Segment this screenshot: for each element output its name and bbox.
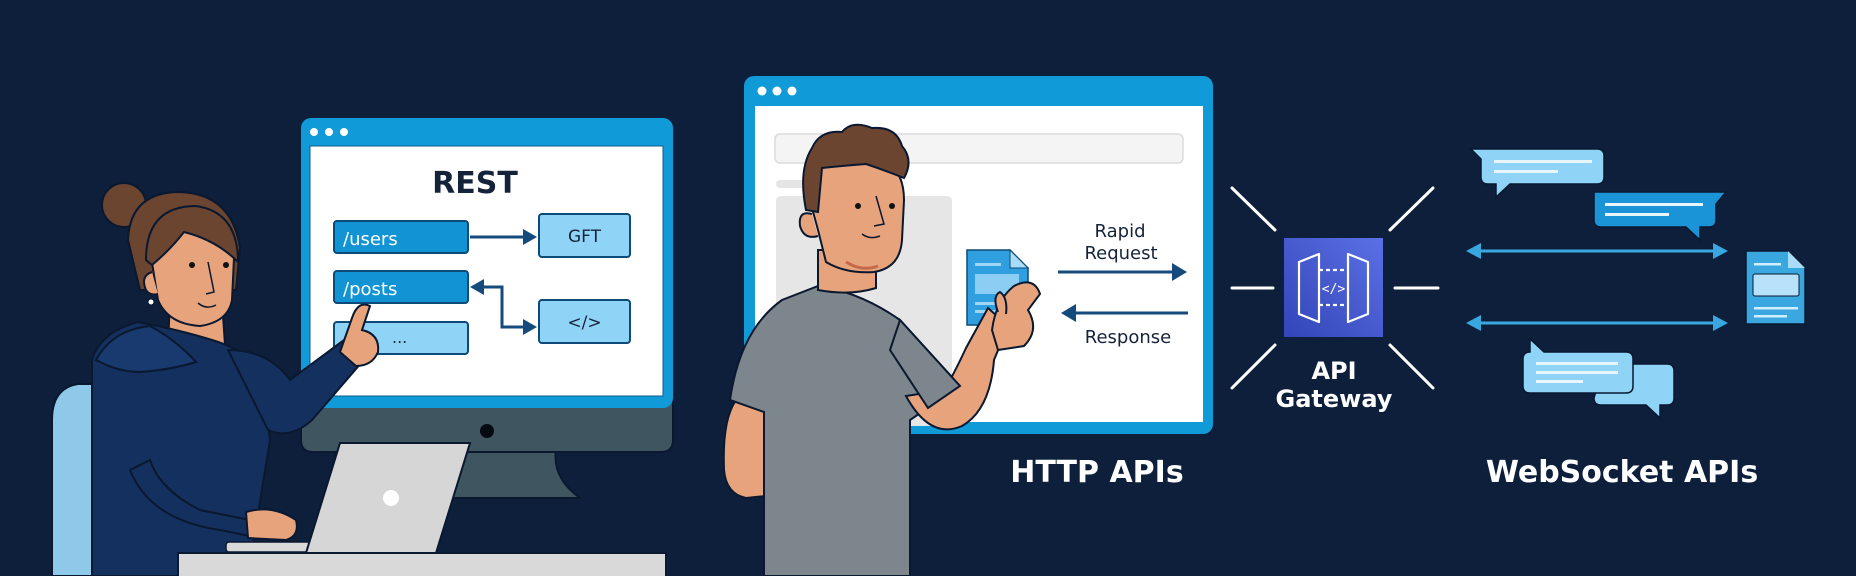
laptop-logo-icon (383, 490, 399, 506)
websocket-apis-caption: WebSocket APIs (1486, 455, 1758, 490)
rest-title: REST (432, 166, 518, 201)
method-get-label: GFT (568, 227, 602, 247)
chat-bubble-icon (1469, 148, 1605, 199)
endpoint-users-label: /users (343, 229, 398, 250)
glow-rays (1230, 186, 1440, 390)
arrow-right-icon (523, 229, 537, 245)
document-icon (1745, 250, 1806, 325)
arrow-right-icon (1172, 263, 1187, 281)
rest-content: REST /users GFT /posts </> ... (333, 166, 631, 355)
desk-illustration (177, 552, 667, 576)
svg-text:</>: </> (1322, 282, 1346, 297)
window-dot-icon (772, 86, 782, 96)
arrow-right-icon (523, 319, 537, 335)
api-gateway: </> API Gateway (1230, 186, 1440, 413)
gateway-label-line2: Gateway (1276, 385, 1393, 413)
laptop-illustration (225, 442, 472, 554)
bidirectional-arrow-icon (1466, 315, 1728, 331)
gateway-label-line1: API (1311, 357, 1356, 385)
window-dot-icon (325, 128, 333, 136)
developer-woman-illustration (91, 182, 380, 576)
window-dot-icon (310, 128, 318, 136)
arrow-left-icon (1061, 304, 1076, 322)
endpoint-users (333, 220, 469, 254)
code-icon: </> (567, 313, 601, 333)
endpoint-posts (333, 270, 469, 304)
webcam-icon (480, 424, 494, 438)
arrow-left-icon (470, 279, 484, 295)
request-label-line2: Request (1084, 243, 1157, 264)
endpoint-posts-label: /posts (343, 279, 397, 300)
window-dot-icon (340, 128, 348, 136)
response-label: Response (1085, 327, 1171, 348)
api-gateway-icon (1284, 238, 1383, 337)
chat-bubbles-icon (1522, 337, 1675, 420)
request-label-line1: Rapid (1095, 221, 1146, 242)
http-apis-caption: HTTP APIs (1010, 455, 1183, 490)
window-dot-icon (787, 86, 797, 96)
method-get-box (538, 213, 631, 258)
chat-bubble-icon (1593, 191, 1728, 242)
bidirectional-arrow-icon (1466, 243, 1728, 259)
websocket-diagram (1466, 148, 1806, 420)
window-dot-icon (757, 86, 767, 96)
developer-man-illustration (722, 123, 1042, 576)
endpoint-more-label: ... (392, 328, 407, 347)
code-box (538, 299, 631, 344)
